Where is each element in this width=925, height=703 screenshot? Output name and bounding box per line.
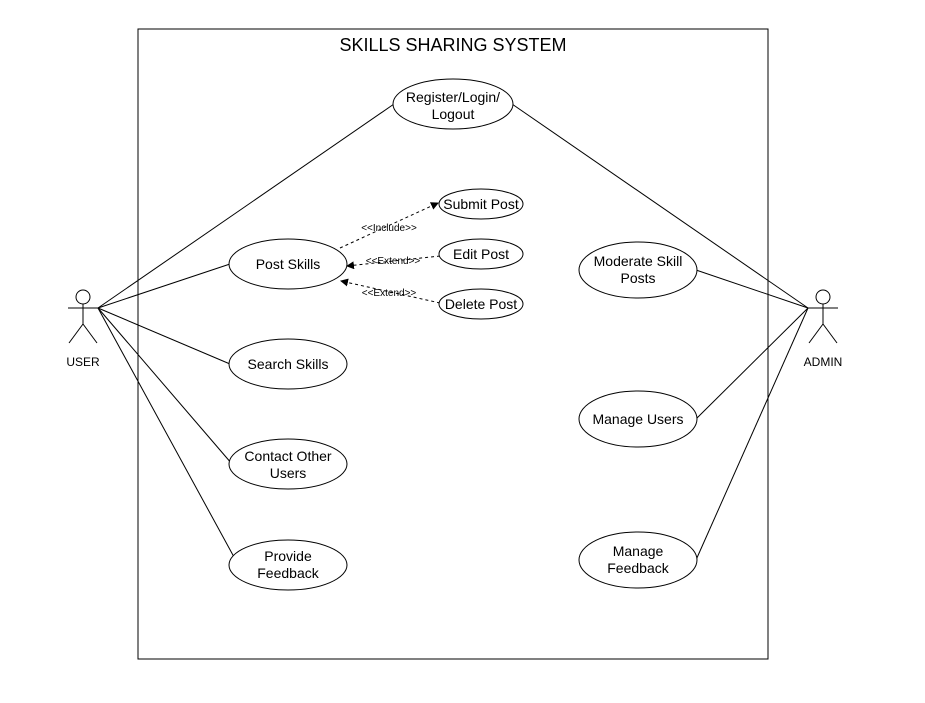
dependency-arrows bbox=[339, 202, 441, 304]
assoc-user-contact-users bbox=[97, 307, 233, 465]
use-case-post-skills: Post Skills bbox=[228, 238, 348, 290]
use-case-manage-users: Manage Users bbox=[578, 390, 698, 448]
use-case-manage-feedback-label-1: Manage bbox=[613, 543, 664, 559]
use-case-search-skills-ellipse bbox=[228, 338, 348, 390]
use-case-register-ellipse bbox=[392, 78, 514, 130]
use-case-provide-feedback-label-1: Provide bbox=[264, 548, 312, 564]
assoc-user-search-skills bbox=[97, 307, 231, 365]
use-case-submit-post: Submit Post bbox=[438, 188, 524, 220]
use-case-provide-feedback: Provide Feedback bbox=[228, 539, 348, 591]
use-case-register-label-2: Logout bbox=[432, 106, 475, 122]
use-case-delete-post-ellipse bbox=[438, 288, 524, 320]
actor-admin bbox=[808, 289, 838, 344]
use-case-provide-feedback-ellipse bbox=[228, 539, 348, 591]
use-case-register: Register/Login/ Logout bbox=[392, 78, 514, 130]
use-case-manage-users-label: Manage Users bbox=[592, 411, 683, 427]
use-case-delete-post-label: Delete Post bbox=[445, 296, 517, 312]
user-associations bbox=[97, 103, 395, 569]
system-title: SKILLS SHARING SYSTEM bbox=[339, 35, 566, 55]
use-case-contact-users-label-2: Users bbox=[270, 465, 307, 481]
admin-associations bbox=[511, 103, 809, 561]
actor-user-head bbox=[75, 289, 91, 305]
use-case-moderate-posts-label-1: Moderate Skill bbox=[594, 253, 683, 269]
actor-user bbox=[68, 289, 98, 344]
extend-delete-arrow bbox=[340, 278, 441, 304]
use-case-moderate-posts: Moderate Skill Posts bbox=[578, 241, 698, 299]
include-label: <<Include>> bbox=[361, 223, 417, 234]
use-case-moderate-posts-label-2: Posts bbox=[620, 270, 655, 286]
use-case-contact-users-ellipse bbox=[228, 438, 348, 490]
assoc-admin-moderate bbox=[695, 269, 809, 309]
use-case-manage-feedback-label-2: Feedback bbox=[607, 560, 669, 576]
actor-admin-leg-left bbox=[808, 323, 824, 344]
actor-admin-leg-right bbox=[822, 323, 838, 344]
assoc-admin-manage-users bbox=[695, 307, 809, 420]
use-case-submit-post-ellipse bbox=[438, 188, 524, 220]
assoc-user-post-skills bbox=[97, 263, 231, 309]
use-case-edit-post: Edit Post bbox=[438, 238, 524, 270]
use-case-edit-post-ellipse bbox=[438, 238, 524, 270]
use-case-contact-users: Contact Other Users bbox=[228, 438, 348, 490]
assoc-admin-manage-feedback bbox=[695, 307, 809, 561]
extend-delete-label: <<Extend>> bbox=[362, 288, 417, 299]
use-case-manage-users-ellipse bbox=[578, 390, 698, 448]
use-case-submit-post-label: Submit Post bbox=[443, 196, 519, 212]
use-case-contact-users-label-1: Contact Other bbox=[244, 448, 331, 464]
assoc-admin-register bbox=[511, 103, 809, 309]
assoc-user-provide-feedback bbox=[97, 307, 241, 569]
use-case-provide-feedback-label-2: Feedback bbox=[257, 565, 319, 581]
actor-admin-label: ADMIN bbox=[804, 355, 843, 369]
use-case-moderate-posts-ellipse bbox=[578, 241, 698, 299]
use-case-search-skills-label: Search Skills bbox=[248, 356, 329, 372]
extend-edit-label: <<Extend>> bbox=[366, 256, 421, 267]
use-case-post-skills-label: Post Skills bbox=[256, 256, 321, 272]
use-case-register-label-1: Register/Login/ bbox=[406, 89, 500, 105]
use-case-delete-post: Delete Post bbox=[438, 288, 524, 320]
actor-admin-head bbox=[815, 289, 831, 305]
use-case-post-skills-ellipse bbox=[228, 238, 348, 290]
use-case-edit-post-label: Edit Post bbox=[453, 246, 509, 262]
use-case-search-skills: Search Skills bbox=[228, 338, 348, 390]
assoc-user-register bbox=[97, 103, 395, 309]
use-case-manage-feedback: Manage Feedback bbox=[578, 531, 698, 589]
use-case-manage-feedback-ellipse bbox=[578, 531, 698, 589]
actor-user-label: USER bbox=[66, 355, 100, 369]
actor-user-leg-left bbox=[68, 323, 84, 344]
system-boundary bbox=[137, 28, 769, 660]
actor-user-leg-right bbox=[82, 323, 98, 344]
